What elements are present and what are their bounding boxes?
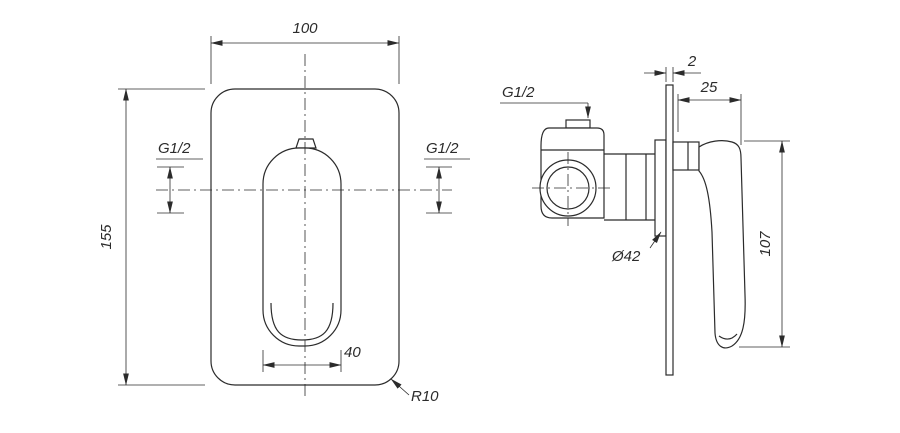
lever-blade <box>698 140 746 349</box>
diameter-value: Ø42 <box>611 248 641 265</box>
dim-handle-length: 107 <box>739 140 790 348</box>
lever-tip-contour <box>718 333 738 340</box>
side-view: 2 25 107 G1/2 Ø42 <box>500 53 790 376</box>
leader-line <box>649 231 662 249</box>
dim-handle-length-value: 107 <box>757 231 774 257</box>
leader-line <box>390 378 410 396</box>
centerlines-front <box>156 54 452 398</box>
label-corner-radius: R10 <box>390 378 439 405</box>
label-port-right: G1/2 <box>424 140 470 214</box>
label-port-left: G1/2 <box>156 140 203 214</box>
inlet-port <box>565 119 591 129</box>
dim-height: 155 <box>98 88 205 386</box>
label-inlet: G1/2 <box>500 84 591 119</box>
dim-thickness-value: 2 <box>687 53 697 70</box>
handle-side <box>672 140 746 349</box>
handle-cap <box>295 138 317 149</box>
handle-front <box>262 138 342 347</box>
dim-width-value: 100 <box>292 20 318 37</box>
port-left-label: G1/2 <box>158 140 191 157</box>
port-right-label: G1/2 <box>426 140 459 157</box>
dim-height-value: 155 <box>98 224 115 250</box>
corner-radius-value: R10 <box>411 388 439 405</box>
label-diameter: Ø42 <box>611 231 662 265</box>
escutcheon-flange <box>654 139 667 237</box>
inlet-label: G1/2 <box>502 84 535 101</box>
dim-handle-offset-value: 25 <box>700 79 718 96</box>
handle-inner-contour <box>270 302 334 341</box>
valve-sleeve <box>604 139 667 237</box>
dim-thickness: 2 <box>644 53 701 82</box>
valve-body <box>539 119 605 219</box>
dim-handle-width: 40 <box>262 344 361 372</box>
handle-outline <box>262 147 342 347</box>
side-port-inner-circle <box>546 166 590 210</box>
trim-plate-edge <box>665 84 674 376</box>
front-view: 100 155 G1/2 G1/2 <box>98 20 470 405</box>
dim-handle-offset: 25 <box>677 79 742 145</box>
centerlines-side <box>532 152 614 226</box>
dim-handle-width-value: 40 <box>344 344 361 361</box>
dim-width: 100 <box>210 20 400 84</box>
handle-hub <box>672 141 700 171</box>
